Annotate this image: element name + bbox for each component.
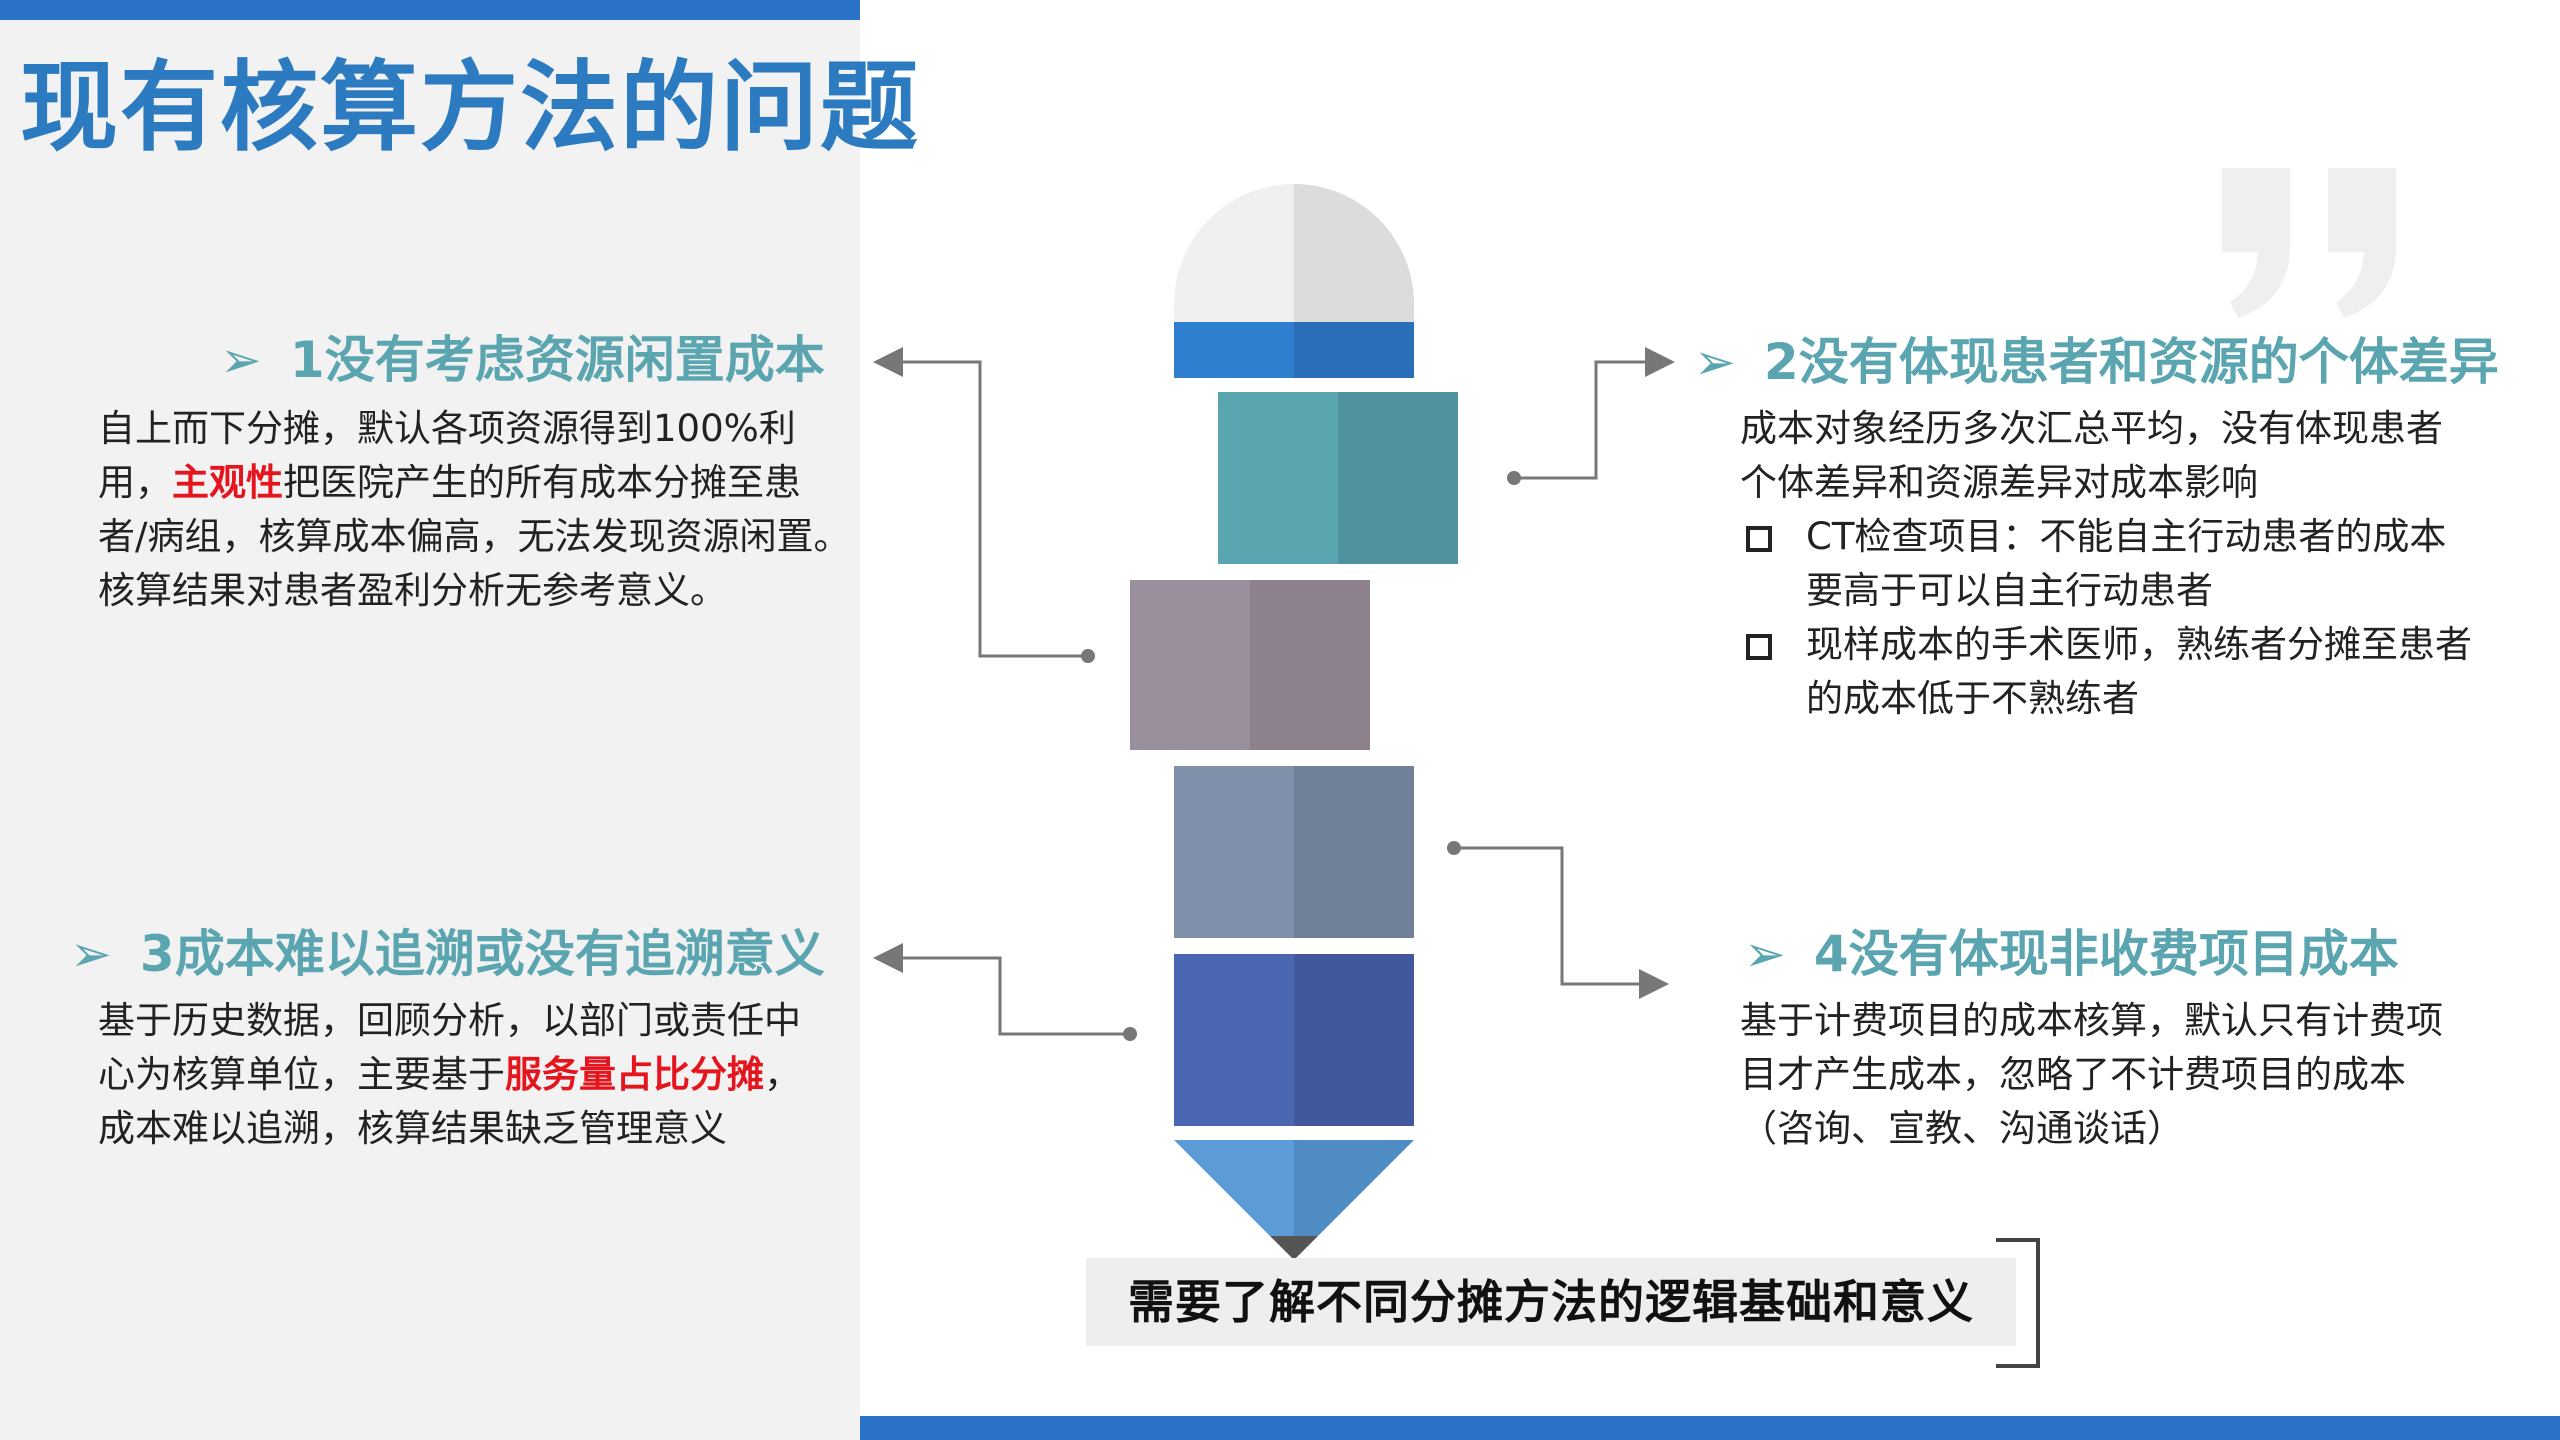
bullet-line: CT检查项目：不能自主行动患者的成本 [1806,515,2447,558]
text-span: 心为核算单位，主要基于 [98,1053,505,1096]
section3-heading: ➢ 3成本难以追溯或没有追溯意义 [70,924,825,984]
callout-text: 需要了解不同分摊方法的逻辑基础和意义 [1128,1275,1974,1329]
section1-line: 用，主观性把医院产生的所有成本分摊至患 [98,456,858,510]
section2-heading-text: 2没有体现患者和资源的个体差异 [1763,333,2499,391]
section2-line: 成本对象经历多次汇总平均，没有体现患者 [1740,407,2443,450]
bullet-line: 的成本低于不熟练者 [1806,677,2139,720]
top-accent-bar [0,0,860,20]
pencil-eraser [1174,184,1414,324]
text-span: 用， [98,461,172,504]
pencil-block-mauve [1130,580,1370,750]
square-bullet-icon [1746,526,1772,552]
pencil-block-slate [1174,766,1414,938]
text-span: ， [764,1053,801,1096]
section4-line: （咨询、宣教、沟通谈话） [1740,1107,2184,1150]
section1-line: 核算结果对患者盈利分析无参考意义。 [98,569,727,612]
bottom-accent-bar [860,1416,2560,1440]
section4-body: 基于计费项目的成本核算，默认只有计费项 目才产生成本，忽略了不计费项目的成本 （… [1740,994,2540,1156]
arrow-bullet-icon: ➢ [70,925,112,983]
section2-heading: ➢ 2没有体现患者和资源的个体差异 [1694,332,2499,392]
section1-heading: ➢ 1没有考虑资源闲置成本 [220,330,825,390]
section2-body: 成本对象经历多次汇总平均，没有体现患者 个体差异和资源差异对成本影响 CT检查项… [1740,402,2540,726]
section4-line: 目才产生成本，忽略了不计费项目的成本 [1740,1053,2406,1096]
section1-line: 自上而下分摊，默认各项资源得到100%利 [98,407,796,450]
highlight-text: 主观性 [172,461,283,504]
section2-line: 个体差异和资源差异对成本影响 [1740,461,2258,504]
page-title: 现有核算方法的问题 [20,51,921,165]
section4-heading-text: 4没有体现非收费项目成本 [1813,925,2399,983]
bullet-line: 现样成本的手术医师，熟练者分摊至患者 [1806,623,2472,666]
callout-box [1086,1258,2016,1346]
arrow-bullet-icon: ➢ [220,331,262,389]
section4-line: 基于计费项目的成本核算，默认只有计费项 [1740,999,2443,1042]
arrow-bullet-icon: ➢ [1744,925,1786,983]
pencil-block-indigo [1174,954,1414,1126]
section3-line: 基于历史数据，回顾分析，以部门或责任中 [98,999,801,1042]
pencil-band [1174,322,1414,378]
closing-quote-icon [2222,168,2396,318]
list-item: 现样成本的手术医师，熟练者分摊至患者的成本低于不熟练者 [1738,618,2540,726]
text-span: 把医院产生的所有成本分摊至患 [283,461,801,504]
arrow-bullet-icon: ➢ [1694,333,1736,391]
section1-body: 自上而下分摊，默认各项资源得到100%利 用，主观性把医院产生的所有成本分摊至患… [98,402,858,618]
section3-heading-text: 3成本难以追溯或没有追溯意义 [139,925,825,983]
list-item: CT检查项目：不能自主行动患者的成本要高于可以自主行动患者 [1738,510,2540,618]
square-bullet-icon [1746,634,1772,660]
pencil-tip [1174,1140,1414,1260]
section4-heading: ➢ 4没有体现非收费项目成本 [1744,924,2399,984]
section1-line: 者/病组，核算成本偏高，无法发现资源闲置。 [98,515,851,558]
section3-line: 心为核算单位，主要基于服务量占比分摊， [98,1048,858,1102]
bullet-line: 要高于可以自主行动患者 [1806,569,2213,612]
pencil-block-teal [1218,392,1458,564]
section3-line: 成本难以追溯，核算结果缺乏管理意义 [98,1107,727,1150]
left-panel-background [0,0,860,1440]
section3-body: 基于历史数据，回顾分析，以部门或责任中 心为核算单位，主要基于服务量占比分摊， … [98,994,858,1156]
section1-heading-text: 1没有考虑资源闲置成本 [289,331,825,389]
callout-frame [1996,1238,2040,1368]
highlight-text: 服务量占比分摊 [505,1053,764,1096]
